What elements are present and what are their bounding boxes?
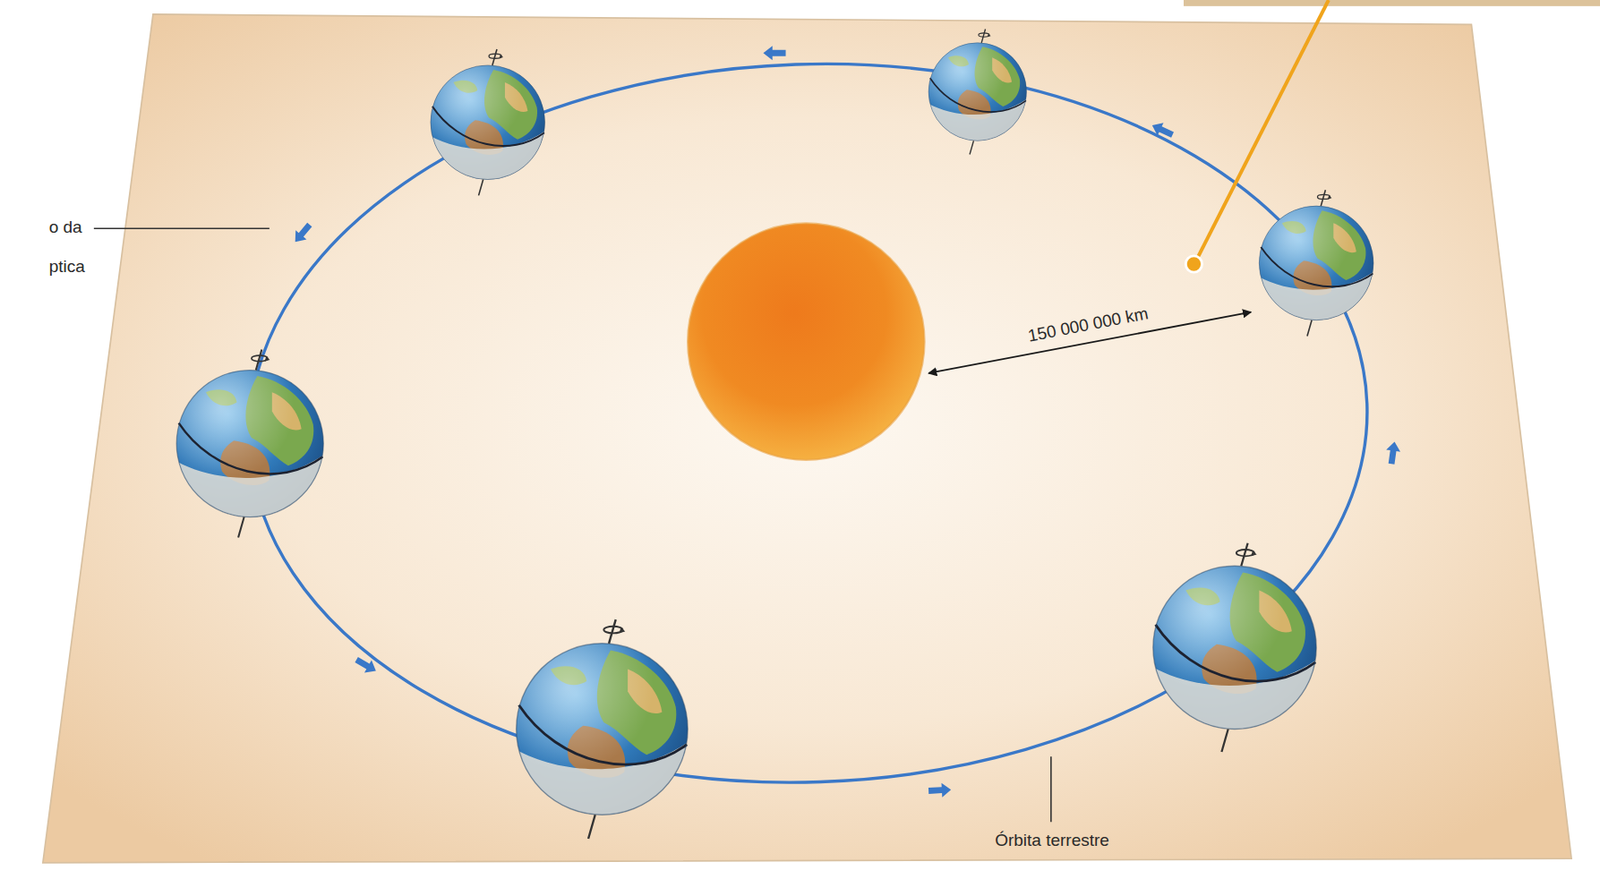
image-edge [1183, 0, 1600, 7]
plane-label: o da ptica [49, 207, 101, 286]
direction-arrow [1384, 440, 1402, 465]
leader-line [1050, 756, 1053, 822]
sun-rim [687, 222, 925, 460]
board [42, 14, 1572, 864]
direction-arrow [290, 220, 316, 247]
direction-arrow [1148, 119, 1175, 142]
earth-globe [425, 49, 551, 196]
callout-dot [1185, 256, 1202, 273]
earth-globe [1145, 543, 1326, 753]
leader-line [94, 227, 270, 230]
orbit-path [236, 44, 1379, 802]
direction-arrow [762, 45, 786, 60]
orbit-label: Órbita terrestre [994, 828, 1110, 853]
earth-globe [1253, 189, 1379, 336]
sun [687, 222, 925, 460]
callout-line [1196, 0, 1329, 262]
direction-arrow [352, 653, 380, 677]
direction-arrow [928, 782, 952, 798]
earth-globe [169, 350, 332, 539]
earth-globe [507, 619, 697, 839]
earth-globe [924, 29, 1032, 155]
